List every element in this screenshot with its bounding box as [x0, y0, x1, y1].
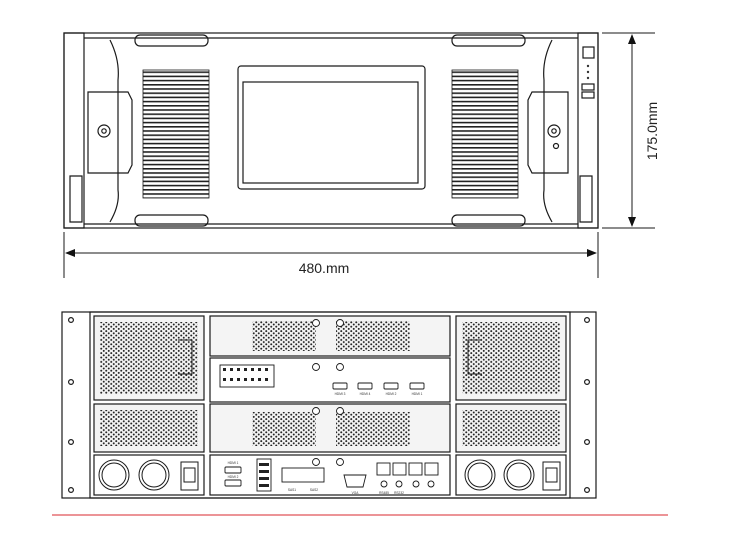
sas-label-1: SAS1: [288, 488, 296, 492]
right-lock-icon: [547, 124, 561, 138]
front-lcd-screen: [242, 81, 419, 184]
dimension-lines: [63, 32, 655, 278]
lan-port-1[interactable]: [376, 462, 391, 476]
main-hdmi-label-1: HDMI 1: [228, 461, 239, 465]
right-psu-bay: [455, 454, 567, 496]
sas-label-2: SAS2: [310, 488, 318, 492]
hdmi-port-3[interactable]: [332, 382, 348, 390]
power-button[interactable]: [582, 46, 595, 59]
hdmi-port-1[interactable]: [409, 382, 425, 390]
card-screws: [312, 319, 344, 466]
lan-ports: [376, 462, 439, 488]
top-left-handle: [134, 34, 209, 47]
front-status-leds: [586, 64, 590, 80]
rs485-label: RS485: [379, 491, 389, 495]
front-left-vent-grille: [143, 70, 209, 198]
left-side-handle: [87, 91, 133, 174]
lan-port-3[interactable]: [408, 462, 423, 476]
card-slot-3: [209, 403, 451, 453]
top-right-handle: [451, 34, 526, 47]
card-slot-1: [209, 315, 451, 357]
hdmi-label-2: HDMI 4: [360, 392, 371, 396]
rs485-port[interactable]: [380, 480, 388, 488]
width-label: 480.mm: [299, 260, 350, 276]
left-lock-icon: [97, 124, 111, 138]
hdmi-port-4[interactable]: [357, 382, 373, 390]
vga-label: VGA: [352, 491, 360, 495]
right-rack-ear: [577, 32, 599, 229]
usb-ports[interactable]: [256, 458, 272, 492]
lan-port-4[interactable]: [424, 462, 439, 476]
bottom-right-handle: [451, 214, 526, 227]
audio-port[interactable]: [412, 480, 420, 488]
main-hdmi-label-2: HDMI 2: [228, 475, 239, 479]
lan-port-2[interactable]: [392, 462, 407, 476]
left-rack-ear: [63, 32, 85, 229]
hdmi-port-2[interactable]: [383, 382, 399, 390]
right-side-handle: [527, 91, 569, 174]
main-hdmi-port-1[interactable]: [224, 466, 242, 474]
rack-mount-holes: [67, 317, 590, 494]
height-label: 175.0mm: [644, 102, 660, 160]
ground-terminal[interactable]: [427, 480, 435, 488]
hdmi-label-3: HDMI 2: [386, 392, 397, 396]
front-lcd-screen-frame: [237, 65, 426, 190]
rs232-label: RS232: [394, 491, 404, 495]
hdmi-label-4: HDMI 1: [412, 392, 423, 396]
hdmi-ports: [332, 382, 425, 390]
main-hdmi-port-2[interactable]: [224, 479, 242, 487]
sas-ports[interactable]: [281, 467, 325, 483]
hdmi-label-1: HDMI 3: [335, 392, 346, 396]
rs232-port[interactable]: [395, 480, 403, 488]
left-psu-bay: [93, 454, 205, 496]
bottom-left-handle: [134, 214, 209, 227]
vga-port[interactable]: [343, 474, 367, 488]
front-right-vent-grille: [452, 70, 518, 198]
